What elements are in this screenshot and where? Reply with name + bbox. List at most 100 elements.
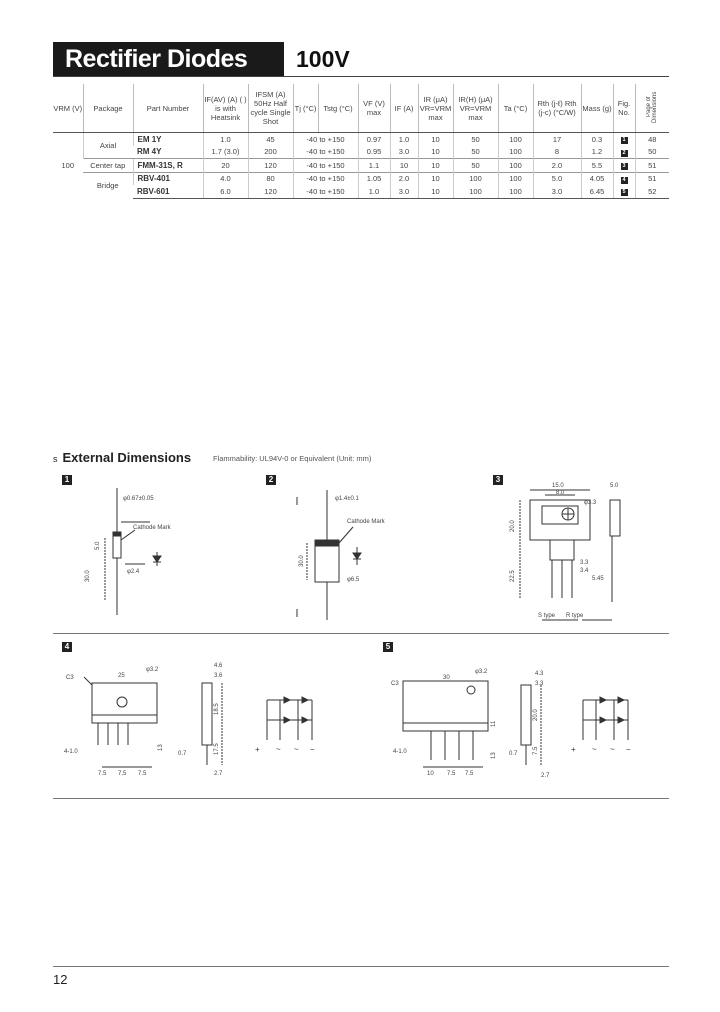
package-cell: Axial: [82, 132, 133, 159]
col-header: VF (V) max: [357, 84, 390, 133]
part-number: FMM-31S, R: [132, 158, 203, 172]
fig5-p3: 7.5: [465, 771, 474, 777]
table-row: 100 Axial EM 1Y 1.0 45 -40 to +150 0.97 …: [53, 132, 669, 170]
fig2-cathode-label: Cathode Mark: [347, 519, 386, 525]
table-row: Bridge RBV-401 4.0 80 -40 to +150 1.05 2…: [53, 171, 669, 198]
fig-cell: 3: [612, 158, 635, 172]
col-header: IF(AV) (A) ( ) is with Heatsink: [202, 84, 248, 133]
footer-rule: [53, 966, 669, 967]
cell: 80: [247, 171, 293, 185]
cell: 2.0: [389, 171, 418, 185]
cell: 100: [497, 145, 533, 159]
fig5-t2: 3.3: [535, 681, 544, 687]
fig-label-5: 5: [383, 642, 393, 652]
cell: 10: [417, 132, 453, 146]
fig4-lead: 0.7: [178, 751, 187, 757]
fig3-s-type: S type: [538, 613, 556, 619]
cell: 120: [247, 185, 293, 199]
cell: 2.0: [532, 158, 581, 172]
cell: 4.0: [202, 171, 248, 185]
fig5-h2: 11: [491, 720, 497, 727]
fig-number: 5: [620, 189, 628, 197]
cell: 0.3: [580, 132, 613, 146]
fig4-width: 25: [118, 673, 125, 679]
fig-cell: 5: [612, 185, 635, 199]
cell: 0.97: [357, 132, 390, 146]
title-box: Rectifier Diodes: [53, 42, 284, 76]
package-cell: Bridge: [83, 171, 133, 198]
section-title-text: External Dimensions: [62, 450, 192, 465]
fig4-p2: 7.5: [118, 771, 127, 777]
fig4-t2: 3.6: [214, 673, 223, 679]
fig1-cathode-label: Cathode Mark: [133, 525, 172, 531]
fig-number: 1: [620, 137, 628, 145]
part-number: RM 4Y: [137, 147, 162, 157]
fig4-c3: C3: [66, 675, 74, 681]
table-header-row: VRM (V) Package Part Number IF(AV) (A) (…: [53, 84, 669, 133]
cell: 51: [634, 171, 669, 185]
fig4-h1: 18.5: [214, 703, 220, 715]
fig-number: 3: [620, 163, 628, 171]
col-header: Page of Dimensions: [634, 84, 669, 133]
fig2-body-len: 30.0: [299, 555, 305, 567]
part-number: EM 1Y: [132, 132, 203, 146]
cell: 48: [634, 132, 669, 146]
cell: 10: [389, 158, 418, 172]
cell: 100: [452, 171, 498, 185]
cell: 3.0: [532, 185, 581, 199]
table-row: Center tap FMM-31S, R 20 120 -40 to +150…: [53, 158, 669, 172]
pin-plus: +: [571, 745, 576, 754]
fig5-p2: 7.5: [447, 771, 456, 777]
col-header: Rth (j-ℓ) Rth (j-c) (°C/W): [532, 84, 581, 133]
cell: 45: [247, 132, 293, 146]
fig4-h3: 13: [158, 744, 164, 751]
cell: 52: [634, 185, 669, 199]
cell: 1.0: [202, 132, 248, 146]
cell: 50: [452, 158, 498, 172]
fig-cell: 2: [612, 145, 635, 159]
fig3-pitch3: 5.45: [592, 576, 604, 582]
cell: 50: [634, 145, 669, 159]
cell: 1.0: [389, 132, 418, 146]
cell: -40 to +150: [292, 171, 358, 185]
fig4-hole: φ3.2: [146, 667, 159, 673]
fig3-height2: 22.5: [510, 570, 516, 582]
cell: 120: [247, 158, 293, 172]
section-divider: [53, 798, 669, 799]
fig5-width: 30: [443, 675, 450, 681]
cell: 100: [497, 185, 533, 199]
fig-label-3: 3: [493, 475, 503, 485]
fig2-drawing: φ1.4±0.1 Cathode Mark φ6.5 30.0: [296, 490, 386, 620]
pin-ac2: ~: [294, 745, 299, 754]
fig1-lead-len: 30.0: [85, 570, 91, 582]
cell: 1.7 (3.0): [202, 145, 248, 159]
col-header: Tstg (°C): [317, 84, 358, 133]
cell: 17: [532, 132, 581, 146]
fig3-width2: 8.0: [556, 490, 565, 496]
cell: 1.05: [357, 171, 390, 185]
table-row: RM 4Y 1.7 (3.0) 200 -40 to +150 0.95 3.0…: [53, 145, 669, 159]
cell: 10: [417, 171, 453, 185]
col-header: IF (A): [389, 84, 418, 133]
pin-ac1: ~: [276, 745, 281, 754]
cell: 20: [202, 158, 248, 172]
fig3-height: 20.0: [510, 520, 516, 532]
page-number: 12: [53, 972, 68, 987]
fig4-p1: 7.5: [98, 771, 107, 777]
fig5-t1: 4.3: [535, 671, 544, 677]
fig1-body-len: 5.0: [95, 541, 101, 550]
pin-minus: −: [626, 745, 631, 754]
voltage-cell: 100: [61, 161, 74, 170]
fig3-drawing: 15.0 8.0 5.0 φ3.3 20.0 22.5 3.3 3.4 5.45…: [510, 483, 621, 621]
fig4-t3: 2.7: [214, 771, 223, 777]
fig5-drawing: C3 30 φ3.2 4.3 3.3 20.0 11 13 7.5 0.7 4-…: [391, 669, 631, 779]
fig-number: 4: [620, 176, 628, 184]
cell: 6.45: [580, 185, 613, 199]
cell: 6.0: [202, 185, 248, 199]
part-number: RBV-401: [132, 171, 203, 185]
fig-label-2: 2: [266, 475, 276, 485]
cell: 100: [497, 171, 533, 185]
cell: 4.05: [580, 171, 613, 185]
col-header: IR (μA) VR=VRM max: [417, 84, 453, 133]
col-header: Part Number: [132, 84, 203, 133]
